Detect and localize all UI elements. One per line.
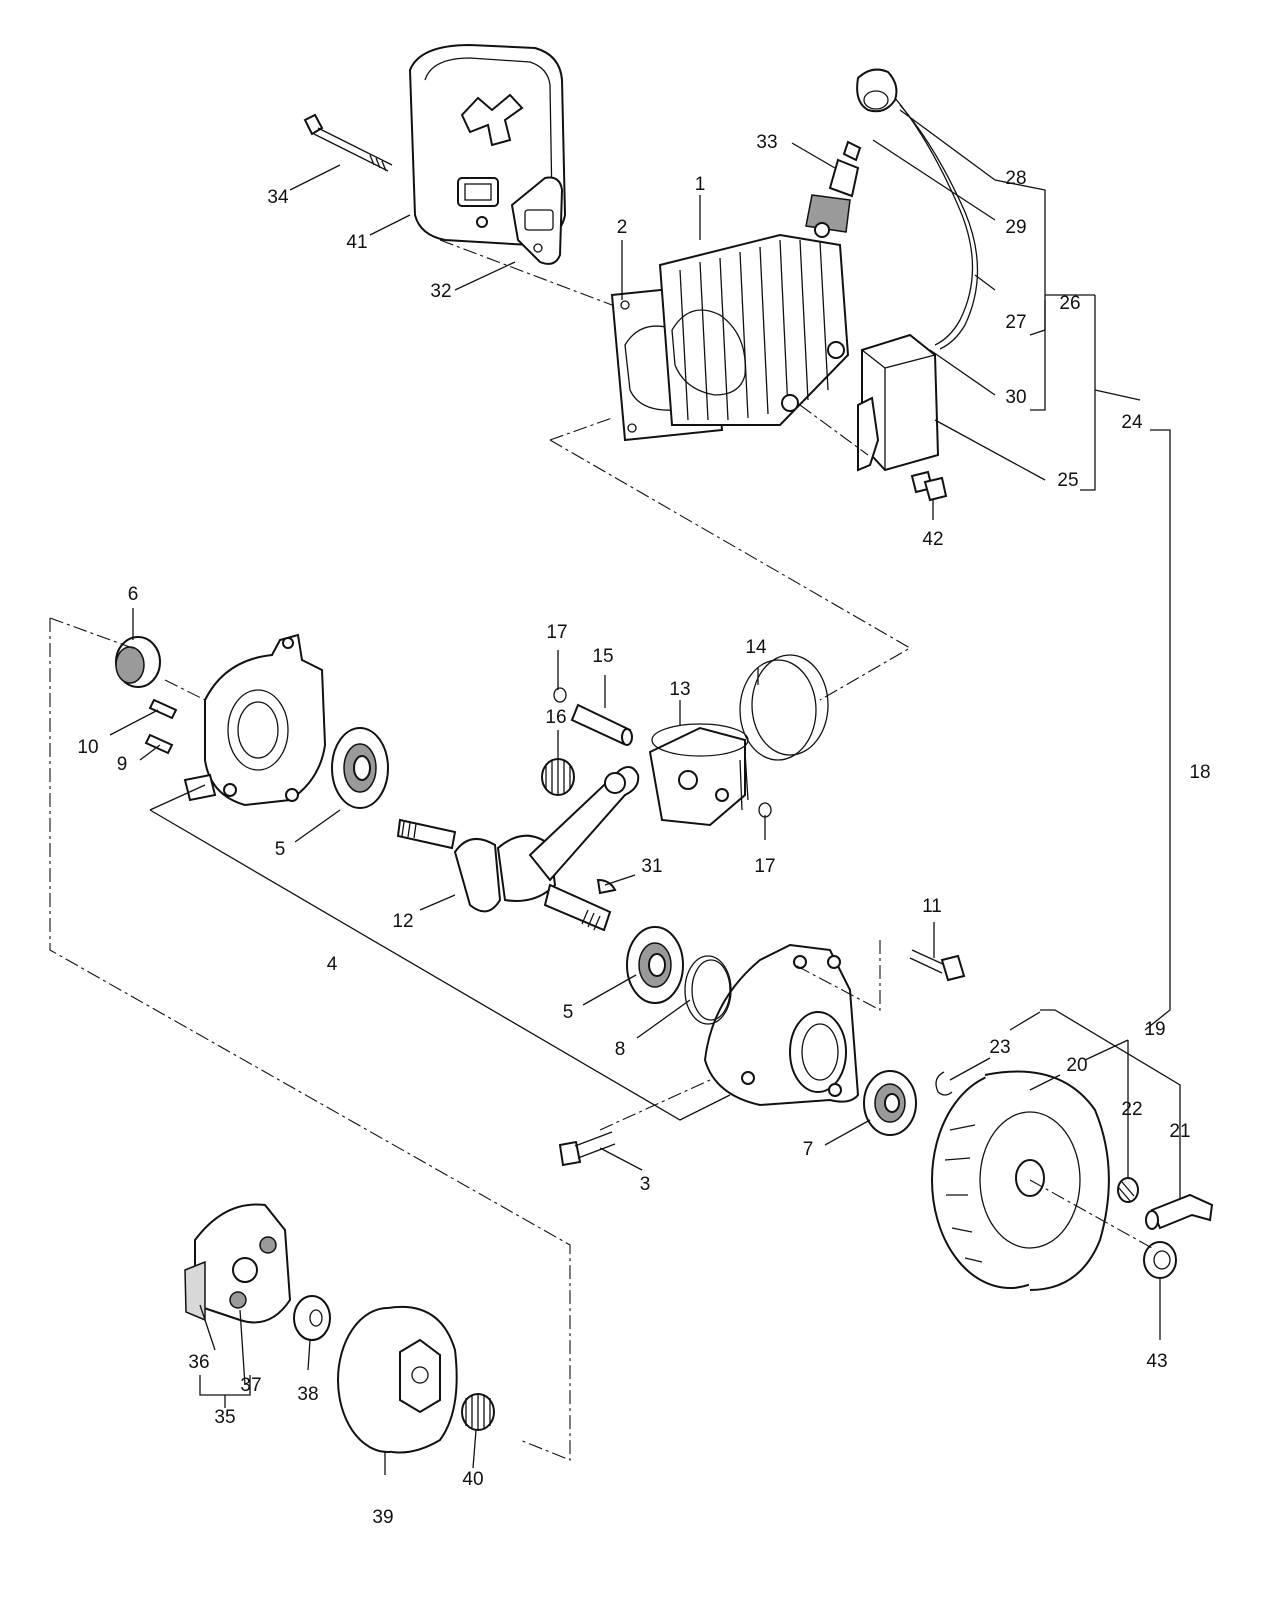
callout-38: 38 xyxy=(297,1384,318,1405)
callout-7: 7 xyxy=(803,1139,814,1160)
callout-10: 10 xyxy=(77,737,98,758)
bearing-right-part xyxy=(626,926,684,1004)
callout-6: 6 xyxy=(128,584,139,605)
oil-seal-part xyxy=(115,636,161,688)
spring-part xyxy=(1117,1177,1139,1203)
callout-14: 14 xyxy=(745,637,767,658)
callout-3: 3 xyxy=(640,1174,651,1195)
callout-42: 42 xyxy=(922,529,943,550)
crankcase-right-part xyxy=(703,943,860,1107)
callout-28: 28 xyxy=(1005,168,1026,189)
callout-26: 26 xyxy=(1059,293,1080,314)
callout-30: 30 xyxy=(1005,387,1026,408)
callout-20: 20 xyxy=(1066,1055,1087,1076)
callout-12: 12 xyxy=(392,911,413,932)
crankcase-left-part xyxy=(183,633,327,807)
callout-17-top: 17 xyxy=(546,622,567,643)
callout-labels: 1 2 3 4 5 5 6 7 8 9 10 11 12 13 14 15 16… xyxy=(77,132,1210,1528)
callout-29: 29 xyxy=(1005,217,1026,238)
flywheel-part xyxy=(931,1070,1110,1291)
spark-plug-part xyxy=(805,140,862,238)
cylinder-part xyxy=(658,233,850,426)
callout-1: 1 xyxy=(695,174,706,195)
needle-bearing-part xyxy=(541,758,575,796)
callout-18: 18 xyxy=(1189,762,1210,783)
ignition-coil-part xyxy=(857,333,940,472)
callout-13: 13 xyxy=(669,679,690,700)
callout-39: 39 xyxy=(372,1507,393,1528)
callout-2: 2 xyxy=(617,217,628,238)
leader-lines xyxy=(109,109,1181,1475)
dowel-pins-part xyxy=(144,698,178,755)
snap-ring-part xyxy=(684,955,732,1025)
callout-16: 16 xyxy=(545,707,566,728)
long-bolt-part xyxy=(303,113,393,172)
callout-27: 27 xyxy=(1005,312,1026,333)
callout-41: 41 xyxy=(346,232,367,253)
callout-21: 21 xyxy=(1169,1121,1190,1142)
callout-34: 34 xyxy=(267,187,289,208)
piston-rings-part xyxy=(739,654,829,761)
callout-5-right: 5 xyxy=(563,1002,574,1023)
callout-11: 11 xyxy=(922,896,942,917)
callout-23: 23 xyxy=(989,1037,1010,1058)
callout-4: 4 xyxy=(327,954,338,975)
bolt-3-part xyxy=(558,1131,616,1167)
bolt-11-part xyxy=(909,949,966,982)
ignition-lead-part xyxy=(856,68,979,350)
callout-17-bottom: 17 xyxy=(754,856,775,877)
callout-32: 32 xyxy=(430,281,451,302)
piston-part xyxy=(648,723,749,827)
clutch-part xyxy=(184,1203,292,1324)
callout-15: 15 xyxy=(592,646,613,667)
callout-40: 40 xyxy=(462,1469,483,1490)
callout-36: 36 xyxy=(188,1352,209,1373)
needle-bearing-40-part xyxy=(461,1393,495,1431)
bearing-left-part xyxy=(331,727,389,809)
crankshaft-part xyxy=(396,765,640,932)
callout-37: 37 xyxy=(240,1375,261,1396)
callout-9: 9 xyxy=(117,754,128,775)
nut-part xyxy=(1143,1241,1177,1279)
callout-33: 33 xyxy=(756,132,777,153)
coil-bolt-part xyxy=(910,470,948,502)
pawl-part xyxy=(1145,1193,1214,1230)
callout-8: 8 xyxy=(615,1039,626,1060)
clutch-drum-part xyxy=(337,1305,458,1454)
callout-19: 19 xyxy=(1144,1019,1165,1040)
callout-31: 31 xyxy=(641,856,662,877)
callout-43: 43 xyxy=(1146,1351,1167,1372)
callout-24: 24 xyxy=(1121,412,1143,433)
muffler-gasket-part xyxy=(510,176,564,265)
piston-pin-part xyxy=(570,703,633,746)
assembly-lines xyxy=(49,239,1153,1461)
washer-part xyxy=(293,1295,331,1341)
bearing-7-part xyxy=(863,1070,917,1136)
callout-22: 22 xyxy=(1121,1099,1142,1120)
callout-25: 25 xyxy=(1057,470,1078,491)
callout-5-left: 5 xyxy=(275,839,286,860)
callout-35: 35 xyxy=(214,1407,235,1428)
e-clip-part xyxy=(935,1071,953,1096)
